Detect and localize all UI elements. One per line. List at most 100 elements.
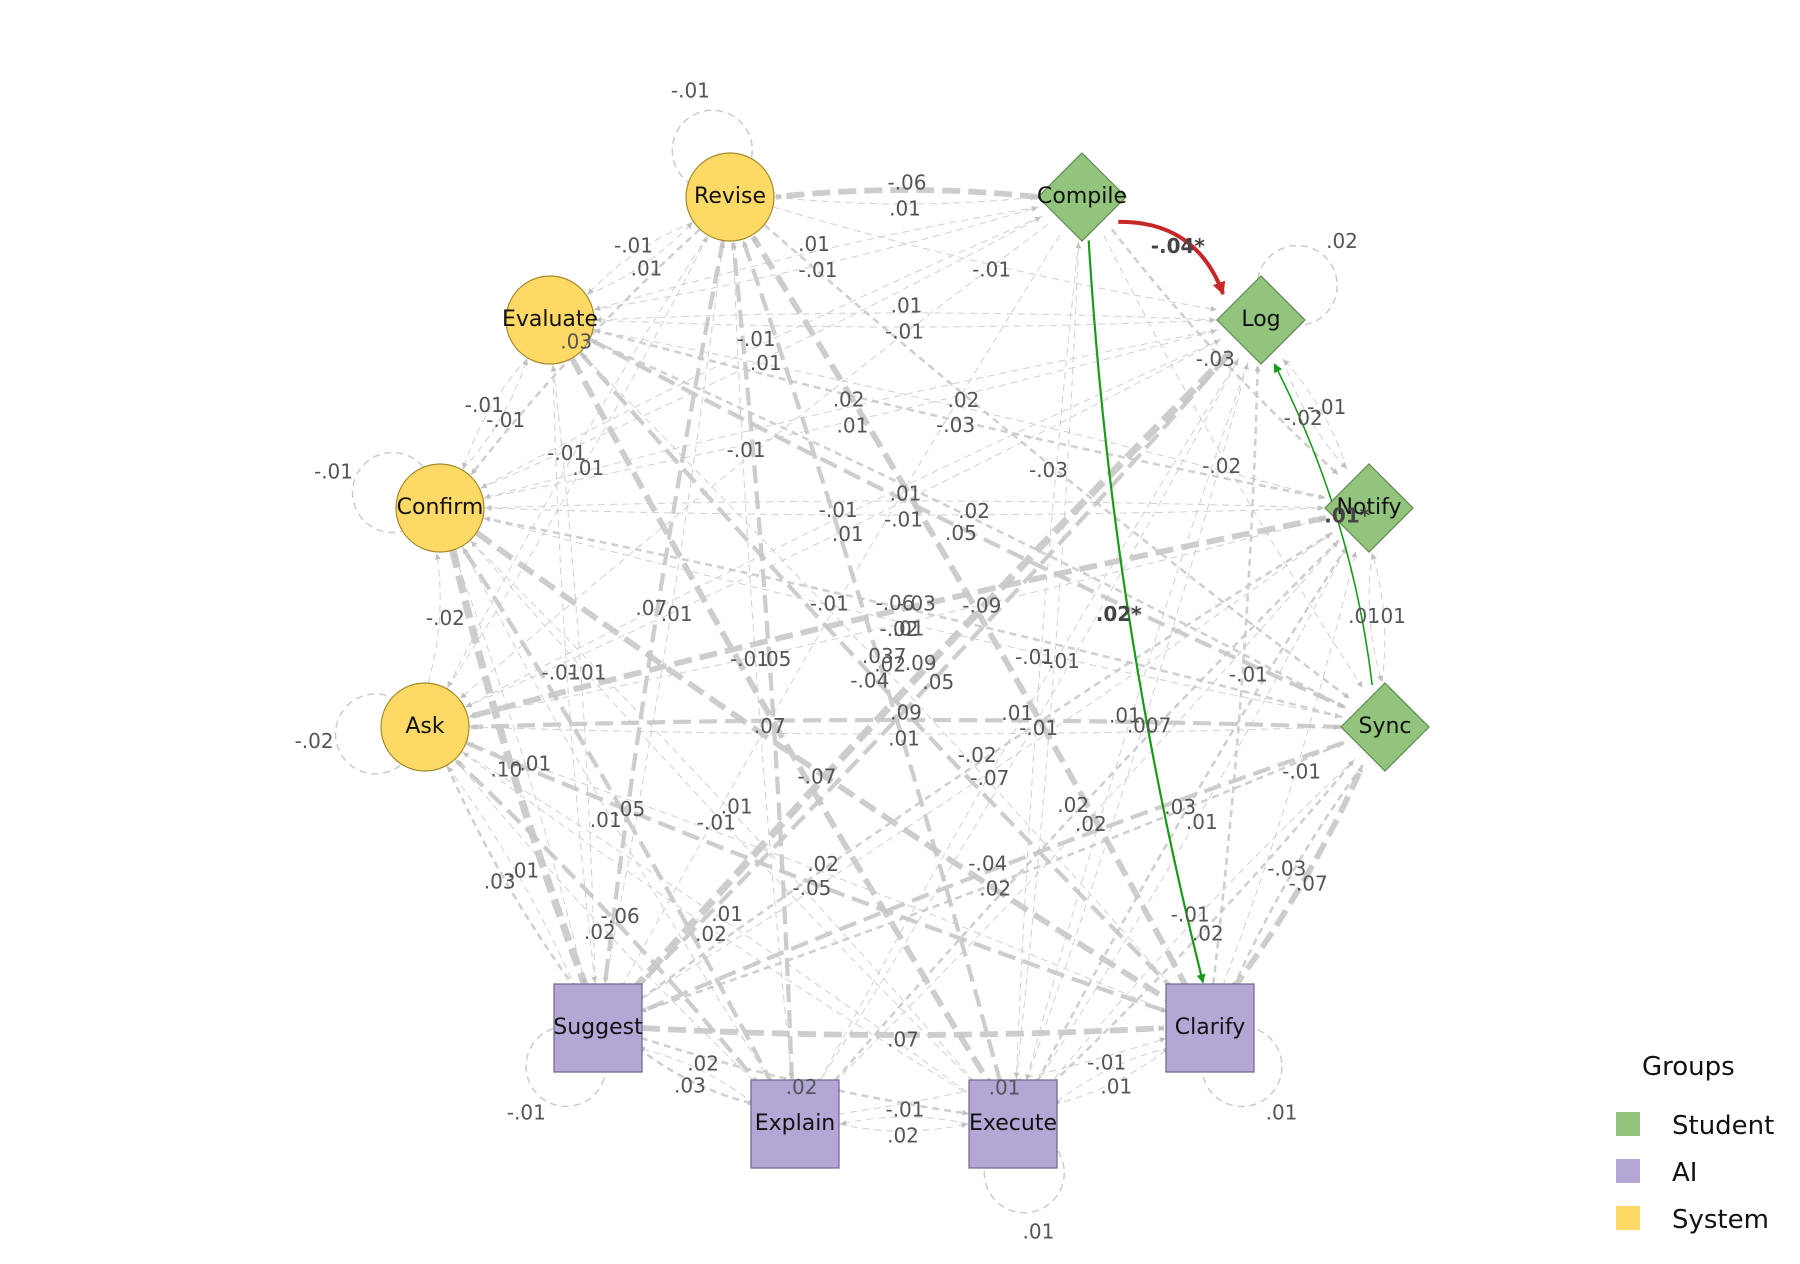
edge-label-notify-to-suggest: -.02 — [958, 743, 997, 767]
edge-log-to-notify — [1282, 358, 1347, 469]
edge-label-suggest-to-explain: .03 — [674, 1074, 706, 1098]
node-evaluate[interactable]: Evaluate — [502, 275, 598, 365]
edge-ask-to-revise — [446, 236, 708, 690]
edge-label-sync-to-evaluate: .02 — [958, 499, 990, 523]
edge-sync-to-execute — [1044, 758, 1356, 1091]
legend-swatch-system — [1616, 1206, 1640, 1230]
edge-sync-to-evaluate — [590, 339, 1347, 709]
node-shape-notify — [1324, 463, 1414, 553]
edge-label-compile-to-evaluate: .01 — [798, 232, 830, 256]
edge-clarify-to-evaluate — [580, 353, 1181, 997]
edge-clarify-to-sync — [1229, 765, 1365, 992]
node-shape-compile — [1037, 152, 1127, 242]
edge-label-notify-to-confirm: .01 — [890, 482, 922, 506]
edge-label-sync-to-notify: .01 — [1374, 604, 1406, 628]
edge-label-ask-to-sync: .01 — [888, 727, 920, 751]
edge-execute-to-compile — [1015, 242, 1082, 1081]
self-loop-label-confirm: -.01 — [314, 460, 353, 484]
legend-swatch-ai — [1616, 1159, 1640, 1183]
self-loop-label-execute: .01 — [1022, 1220, 1054, 1244]
edge-label-clarify-to-ask: .02 — [807, 852, 839, 876]
edge-label-confirm-to-explain: .01 — [590, 808, 622, 832]
edge-label-sync-to-ask: .09 — [890, 701, 922, 725]
edge-label-explain-to-log: -.01 — [1019, 716, 1058, 740]
edge-label-execute-to-notify: .01 — [1186, 810, 1218, 834]
node-label-suggest: Suggest — [553, 1015, 643, 1040]
edge-label-log-to-notify: -.02 — [1284, 406, 1323, 430]
node-revise[interactable]: Revise — [685, 152, 775, 242]
edge-revise-to-evaluate — [587, 221, 694, 295]
edge-label-log-to-explain: .01 — [1001, 701, 1033, 725]
edge-label-log-to-confirm: .02 — [833, 388, 865, 412]
edge-label-notify-to-evaluate: .02 — [947, 388, 979, 412]
edge-compile-to-ask — [460, 224, 1049, 699]
node-label-compile: Compile — [1037, 184, 1127, 209]
edge-ask-to-explain — [454, 758, 765, 1091]
edge-label-suggest-to-clarify: .07 — [887, 1028, 919, 1052]
node-log[interactable]: Log — [1216, 275, 1306, 365]
edge-explain-to-notify — [824, 541, 1338, 1093]
edge-label-notify-to-log: -.01 — [1307, 395, 1346, 419]
edge-compile-to-revise — [775, 187, 1039, 200]
node-explain[interactable]: Explain — [750, 1079, 840, 1169]
edge-label-confirm-to-notify: -.01 — [884, 508, 923, 532]
edge-label-evaluate-to-revise: .01 — [631, 256, 663, 280]
edge-explain-to-ask — [454, 759, 767, 1094]
self-loop-execute — [983, 1131, 1066, 1214]
node-shape-revise — [685, 152, 775, 242]
edge-log-to-explain — [817, 357, 1240, 1085]
edge-label-explain-to-execute: .02 — [887, 1124, 919, 1148]
edge-execute-to-confirm — [470, 541, 984, 1093]
significant-edge-compile-to-log — [1118, 219, 1226, 296]
node-notify[interactable]: Notify — [1324, 463, 1414, 553]
edge-label-execute-to-sync: .02 — [1192, 922, 1224, 946]
edge-label-evaluate-to-sync: .05 — [945, 521, 977, 545]
edge-label-revise-to-compile: .01 — [889, 197, 921, 221]
node-ask[interactable]: Ask — [380, 682, 470, 772]
edge-label-clarify-to-notify: -.01 — [1282, 759, 1321, 783]
edge-suggest-to-sync — [638, 742, 1343, 1014]
node-confirm[interactable]: Confirm — [395, 463, 485, 553]
node-label-ask: Ask — [405, 714, 445, 739]
edge-label-evaluate-to-notify: -.03 — [936, 413, 975, 437]
edge-compile-to-confirm — [480, 215, 1043, 489]
edge-notify-to-evaluate — [594, 328, 1327, 499]
legend-title: Groups — [1642, 1052, 1735, 1082]
edge-notify-to-log — [1283, 359, 1348, 470]
edge-label-compile-to-confirm: -.01 — [737, 327, 776, 351]
legend-swatch-student — [1616, 1112, 1640, 1136]
node-execute[interactable]: Execute — [968, 1079, 1058, 1169]
edge-label-suggest-to-confirm: -.01 — [512, 752, 551, 776]
node-label-clarify: Clarify — [1175, 1015, 1246, 1040]
edge-label-evaluate-to-suggest: -.01 — [541, 660, 580, 684]
edge-revise-to-confirm — [470, 228, 701, 476]
edge-compile-to-sync — [1103, 234, 1363, 688]
edge-label-revise-to-confirm: .03 — [560, 329, 592, 353]
node-shape-ask — [380, 682, 470, 772]
edge-label-execute-to-clarify: .01 — [1100, 1075, 1132, 1099]
significant-edge-label-compile-to-log: -.04* — [1151, 234, 1206, 258]
node-compile[interactable]: Compile — [1037, 152, 1127, 242]
edge-label-evaluate-to-clarify: -.04 — [850, 669, 889, 693]
node-suggest[interactable]: Suggest — [553, 983, 643, 1073]
node-clarify[interactable]: Clarify — [1165, 983, 1255, 1073]
edge-label-revise-to-log: -.01 — [972, 257, 1011, 281]
edge-label-compile-to-revise: -.06 — [887, 171, 926, 195]
edge-log-to-confirm — [484, 329, 1219, 500]
edge-revise-to-compile — [773, 194, 1037, 205]
edge-evaluate-to-notify — [592, 328, 1325, 500]
edge-label-sync-to-execute: -.01 — [1171, 902, 1210, 926]
node-shape-evaluate — [505, 275, 595, 365]
edge-confirm-to-explain — [461, 545, 773, 1085]
edge-label-explain-to-confirm: .05 — [613, 797, 645, 821]
edge-label-clarify-to-execute: -.01 — [1087, 1050, 1126, 1074]
edge-confirm-to-suggest — [449, 549, 589, 986]
significant-edge-compile-to-clarify — [1087, 240, 1206, 984]
edge-label-confirm-to-sync: .01 — [893, 616, 925, 640]
edge-label-confirm-to-compile: .01 — [750, 351, 782, 375]
edge-evaluate-to-revise — [586, 222, 693, 296]
edge-label-sync-to-confirm: -.03 — [897, 592, 936, 616]
edge-label-sync-to-clarify: -.03 — [1267, 857, 1306, 881]
node-sync[interactable]: Sync — [1340, 682, 1430, 772]
edge-label-revise-to-ask: -.01 — [547, 441, 586, 465]
